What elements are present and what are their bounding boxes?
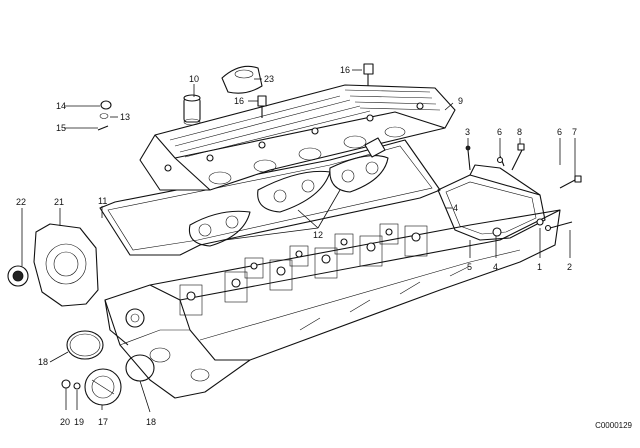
- callout-5: 5: [467, 262, 472, 272]
- o-ring-18-left: [66, 330, 104, 360]
- bolts-right: [465, 143, 582, 232]
- callout-7: 7: [572, 127, 577, 137]
- callout-13: 13: [120, 112, 130, 122]
- timing-cover: [33, 223, 99, 307]
- valve-cover: [139, 84, 456, 191]
- callout-23: 23: [264, 74, 274, 84]
- callout-18-left: 18: [38, 357, 48, 367]
- callout-8: 8: [517, 127, 522, 137]
- callout-4-lower: 4: [493, 262, 498, 272]
- grommet-10: [183, 94, 201, 126]
- callout-18-right: 18: [146, 417, 156, 427]
- callout-1: 1: [537, 262, 542, 272]
- leader-lines: [21, 69, 576, 413]
- callout-14: 14: [56, 101, 66, 111]
- callout-16-top: 16: [340, 65, 350, 75]
- thermostat-housing: [84, 368, 122, 406]
- shaft-seal: [7, 265, 29, 287]
- callout-15: 15: [56, 123, 66, 133]
- callout-20: 20: [60, 417, 70, 427]
- callout-12: 12: [313, 230, 323, 240]
- callout-16-left: 16: [234, 96, 244, 106]
- rear-cover: [437, 164, 546, 241]
- callout-17: 17: [98, 417, 108, 427]
- image-code: C0000129: [595, 421, 632, 430]
- oil-filler-cap: [221, 65, 263, 94]
- washer-19: [73, 382, 81, 390]
- callout-21: 21: [54, 197, 64, 207]
- bolt-16-top: [363, 63, 374, 86]
- cap-nut-14: [100, 100, 112, 110]
- callout-4-upper: 4: [453, 203, 458, 213]
- callout-22: 22: [16, 197, 26, 207]
- stud-15: [97, 125, 109, 131]
- callout-6-left: 6: [497, 127, 502, 137]
- washer-13: [99, 113, 109, 119]
- callout-11: 11: [98, 196, 107, 206]
- callout-10: 10: [189, 74, 199, 84]
- callout-19: 19: [74, 417, 84, 427]
- callout-6-right: 6: [557, 127, 562, 137]
- cylinder-head: [104, 209, 561, 399]
- bolt-20: [61, 379, 71, 389]
- callout-3: 3: [465, 127, 470, 137]
- callout-labels: 10 23 16 16 9 14 13 15 11 12 3 6 8 6 7 4…: [16, 65, 577, 427]
- spark-plug-seals: [188, 155, 389, 247]
- callout-2: 2: [567, 262, 572, 272]
- callout-9: 9: [458, 96, 463, 106]
